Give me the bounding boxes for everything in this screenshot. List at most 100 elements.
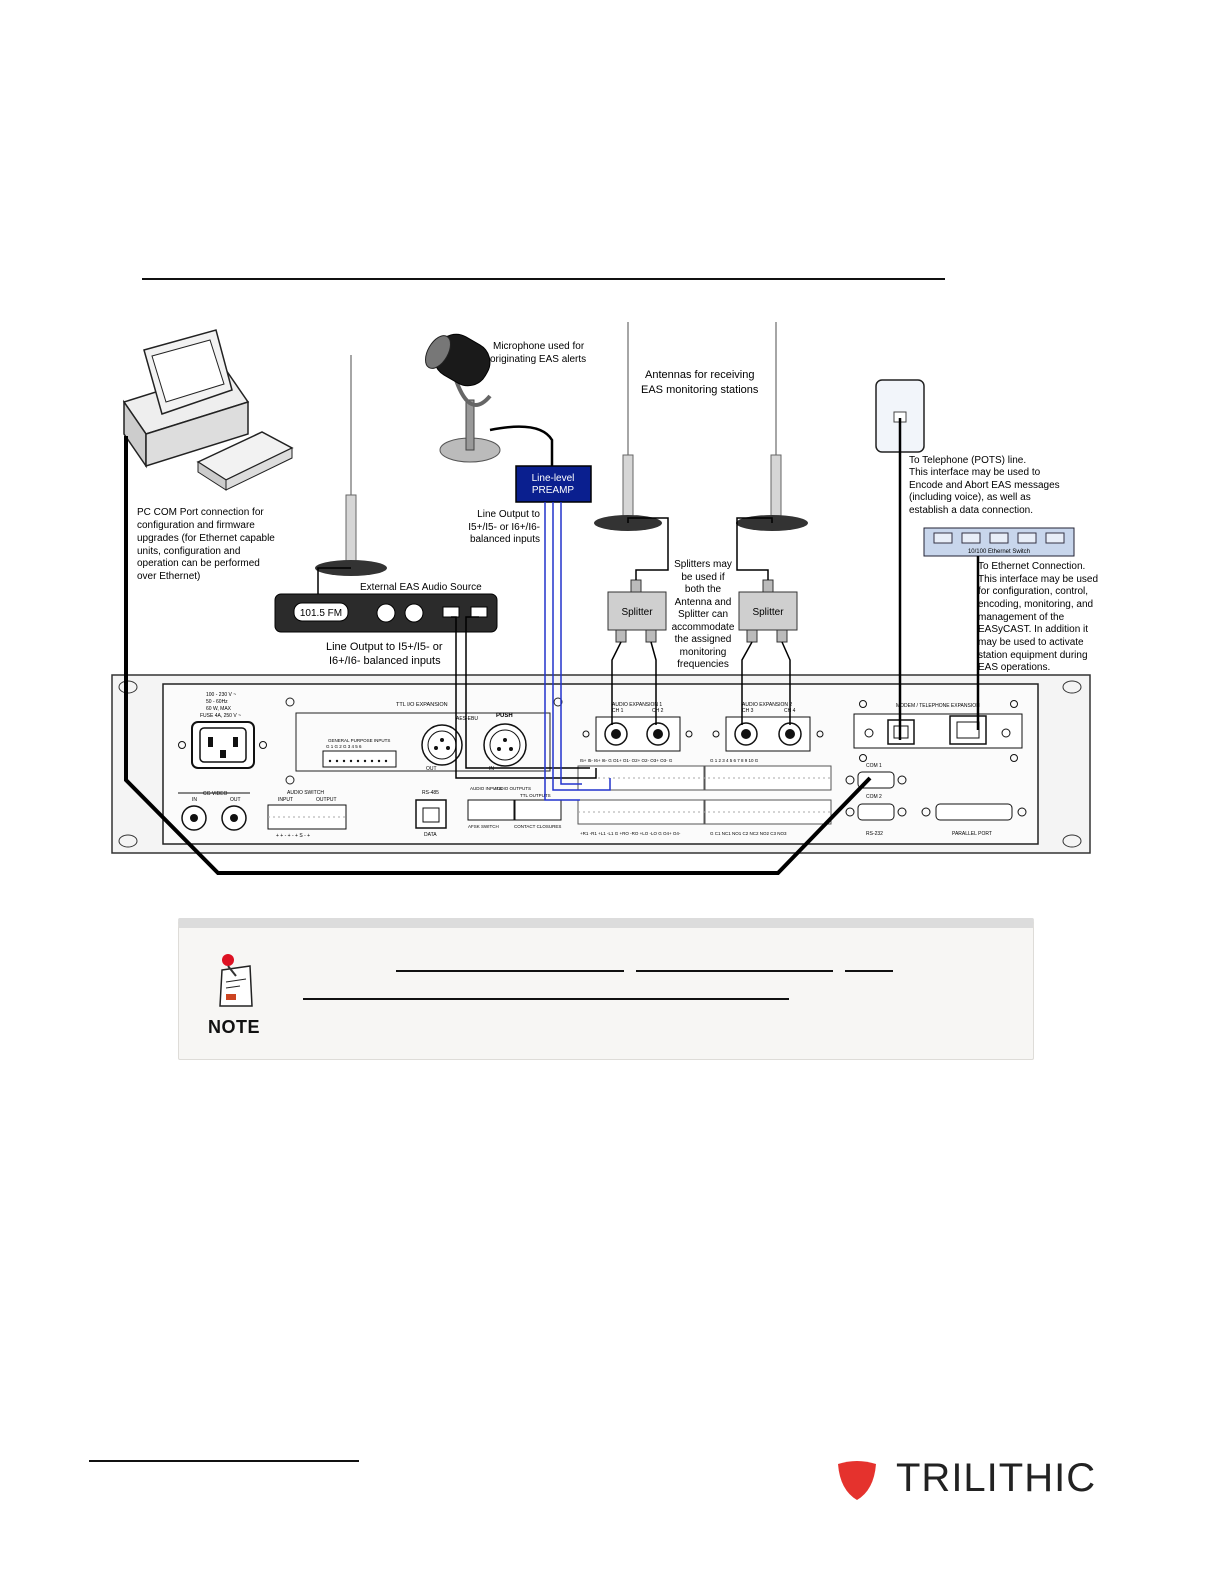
source-output-label: I6+/I6- balanced inputs bbox=[329, 655, 441, 667]
header-rule bbox=[142, 278, 945, 280]
ethernet-label: To Ethernet Connection. This interface m… bbox=[978, 561, 1098, 673]
svg-text:G 1 G 2 G 3 4 5 6: G 1 G 2 G 3 4 5 6 bbox=[326, 744, 362, 749]
svg-text:be used if: be used if bbox=[681, 572, 725, 583]
svg-text:frequencies: frequencies bbox=[677, 659, 729, 670]
output-jack bbox=[470, 606, 488, 618]
svg-text:operation can be performed: operation can be performed bbox=[137, 558, 260, 569]
splitter-1 bbox=[607, 591, 667, 631]
svg-text:This interface may be used: This interface may be used bbox=[978, 574, 1098, 585]
note-label: NOTE bbox=[208, 1017, 261, 1037]
splitter-2-label: Splitter bbox=[752, 607, 784, 618]
svg-text:upgrades (for Ethernet capable: upgrades (for Ethernet capable bbox=[137, 533, 275, 544]
svg-text:+R1 -R1 +L1 -L1 G +RO -RO +LO: +R1 -R1 +L1 -L1 G +RO -RO +LO -LO G O4+ … bbox=[580, 831, 681, 836]
note-rule bbox=[396, 970, 624, 972]
splitters-note: Splitters may be used if both the Antenn… bbox=[672, 559, 735, 670]
svg-text:100 - 230 V ~: 100 - 230 V ~ bbox=[206, 692, 236, 698]
note-rule bbox=[636, 970, 833, 972]
svg-text:AUDIO EXPANSION 2: AUDIO EXPANSION 2 bbox=[742, 702, 792, 708]
svg-text:60 W, MAX: 60 W, MAX bbox=[206, 706, 232, 712]
svg-text:OUTPUT: OUTPUT bbox=[316, 797, 337, 803]
svg-text:G C1 NC1 NO1 C2 NC2 NO2 C3 NO: G C1 NC1 NO1 C2 NC2 NO2 C3 NO3 bbox=[710, 831, 787, 836]
svg-text:CH 1: CH 1 bbox=[612, 708, 624, 714]
svg-text:50 - 60Hz: 50 - 60Hz bbox=[206, 699, 228, 705]
svg-text:This interface may be used to: This interface may be used to bbox=[909, 467, 1041, 478]
svg-text:+ + - + - + S - +: + + - + - + S - + bbox=[276, 833, 310, 839]
ethernet-switch-label: 10/100 Ethernet Switch bbox=[968, 549, 1030, 555]
svg-text:monitoring: monitoring bbox=[680, 647, 727, 658]
radio-frequency: 101.5 FM bbox=[300, 608, 342, 619]
svg-text:To Telephone (POTS) line.: To Telephone (POTS) line. bbox=[909, 455, 1026, 466]
preamp-output-label: Line Output to I5+/I5- or I6+/I6- balanc… bbox=[468, 509, 540, 545]
svg-text:AUDIO SWITCH: AUDIO SWITCH bbox=[287, 790, 324, 796]
svg-text:Encode and Abort EAS messages: Encode and Abort EAS messages bbox=[909, 480, 1060, 491]
svg-text:COM 2: COM 2 bbox=[866, 794, 882, 800]
note-box bbox=[178, 918, 1034, 1060]
splitter-2 bbox=[738, 591, 798, 631]
svg-text:RS-232: RS-232 bbox=[866, 831, 883, 837]
svg-text:Splitter can: Splitter can bbox=[678, 609, 728, 620]
svg-text:MODEM / TELEPHONE EXPANSION: MODEM / TELEPHONE EXPANSION bbox=[896, 703, 980, 709]
aes-ebu-xlr: AES-EBU OUT PUSH IN bbox=[421, 713, 527, 772]
svg-text:balanced inputs: balanced inputs bbox=[470, 534, 540, 545]
audio-expansion-2: AUDIO EXPANSION 2 CH 3 CH 4 bbox=[712, 702, 824, 752]
note-rule bbox=[303, 998, 789, 1000]
svg-text:AUDIO OUTPUTS: AUDIO OUTPUTS bbox=[494, 786, 531, 791]
preamp-label: PREAMP bbox=[532, 485, 575, 496]
svg-text:GENERAL PURPOSE INPUTS: GENERAL PURPOSE INPUTS bbox=[328, 738, 390, 743]
svg-text:TTL I/O EXPANSION: TTL I/O EXPANSION bbox=[396, 702, 448, 708]
svg-text:both the: both the bbox=[685, 584, 722, 595]
svg-text:AUDIO INPUTS: AUDIO INPUTS bbox=[470, 786, 502, 791]
svg-text:accommodate: accommodate bbox=[672, 622, 735, 633]
antenna-external-source bbox=[315, 355, 387, 576]
svg-text:PC COM Port connection for: PC COM Port connection for bbox=[137, 507, 264, 518]
power-inlet: 100 - 230 V ~ 50 - 60Hz 60 W, MAX FUSE 4… bbox=[178, 692, 267, 769]
svg-text:EASyCAST. In addition it: EASyCAST. In addition it bbox=[978, 624, 1088, 635]
radio-display bbox=[293, 602, 349, 622]
svg-text:IN: IN bbox=[192, 797, 197, 803]
note-pushpin-icon bbox=[219, 954, 253, 1007]
svg-text:OUT: OUT bbox=[426, 766, 437, 772]
svg-text:AUDIO EXPANSION 1: AUDIO EXPANSION 1 bbox=[612, 702, 662, 708]
preamp-label: Line-level bbox=[532, 473, 575, 484]
switch-port bbox=[1017, 532, 1037, 544]
svg-text:TTL OUTPUTS: TTL OUTPUTS bbox=[520, 793, 551, 798]
system-wiring-diagram: 100 - 230 V ~ 50 - 60Hz 60 W, MAX FUSE 4… bbox=[111, 322, 1098, 875]
antenna-ch2 bbox=[736, 322, 808, 531]
svg-text:management of the: management of the bbox=[978, 612, 1065, 623]
svg-text:CONTACT CLOSURES: CONTACT CLOSURES bbox=[514, 824, 561, 829]
pc-computer bbox=[122, 329, 294, 491]
ttl-io-expansion: TTL I/O EXPANSION GENERAL PURPOSE INPUTS… bbox=[285, 697, 563, 785]
com-ports: COM 1 COM 2 RS-232 bbox=[845, 763, 907, 837]
svg-text:station equipment during: station equipment during bbox=[978, 650, 1088, 661]
terminal-blocks: I5+ I5- I6+ I6- G O1+ O1- O2+ O2- O3+ O3… bbox=[577, 758, 832, 836]
svg-text:for configuration, control,: for configuration, control, bbox=[978, 586, 1088, 597]
svg-text:units, configuration and: units, configuration and bbox=[137, 546, 240, 557]
external-source-label: External EAS Audio Source bbox=[360, 582, 482, 593]
svg-text:IN: IN bbox=[489, 766, 494, 772]
svg-text:EAS operations.: EAS operations. bbox=[978, 662, 1050, 673]
brand-name: TRILITHIC bbox=[896, 1456, 1097, 1500]
svg-text:RS-485: RS-485 bbox=[422, 790, 439, 796]
parallel-port: PARALLEL PORT bbox=[921, 803, 1027, 837]
svg-text:CG VIDEO: CG VIDEO bbox=[203, 791, 228, 797]
svg-text:may be used to activate: may be used to activate bbox=[978, 637, 1084, 648]
svg-text:encoding, monitoring, and: encoding, monitoring, and bbox=[978, 599, 1093, 610]
audio-switch-terminals: AUDIO SWITCH INPUT OUTPUT + + - + - + S … bbox=[267, 790, 347, 839]
svg-text:(including voice), as well as: (including voice), as well as bbox=[909, 492, 1031, 503]
antenna-ch1 bbox=[594, 322, 662, 531]
svg-text:Line Output to: Line Output to bbox=[477, 509, 540, 520]
svg-text:I5+/I5- or I6+/I6-: I5+/I5- or I6+/I6- bbox=[468, 522, 540, 533]
output-jack bbox=[442, 606, 460, 618]
svg-text:INPUT: INPUT bbox=[278, 797, 293, 803]
svg-text:CH 2: CH 2 bbox=[652, 708, 664, 714]
svg-text:G 1 2 3 4 5 6 7 8 9: G 1 2 3 4 5 6 7 8 9 10 G bbox=[710, 758, 759, 763]
svg-text:AFSK SWITCH: AFSK SWITCH bbox=[468, 824, 499, 829]
rs485-data-jack: RS-485 DATA bbox=[415, 790, 447, 838]
switch-port bbox=[933, 532, 953, 544]
cg-video-connectors: CG VIDEO IN OUT bbox=[178, 791, 250, 831]
svg-text:CH 3: CH 3 bbox=[742, 708, 754, 714]
knob-icon bbox=[404, 603, 424, 623]
rack-panel bbox=[111, 674, 1091, 854]
svg-text:configuration and firmware: configuration and firmware bbox=[137, 520, 255, 531]
wiring bbox=[124, 418, 980, 875]
